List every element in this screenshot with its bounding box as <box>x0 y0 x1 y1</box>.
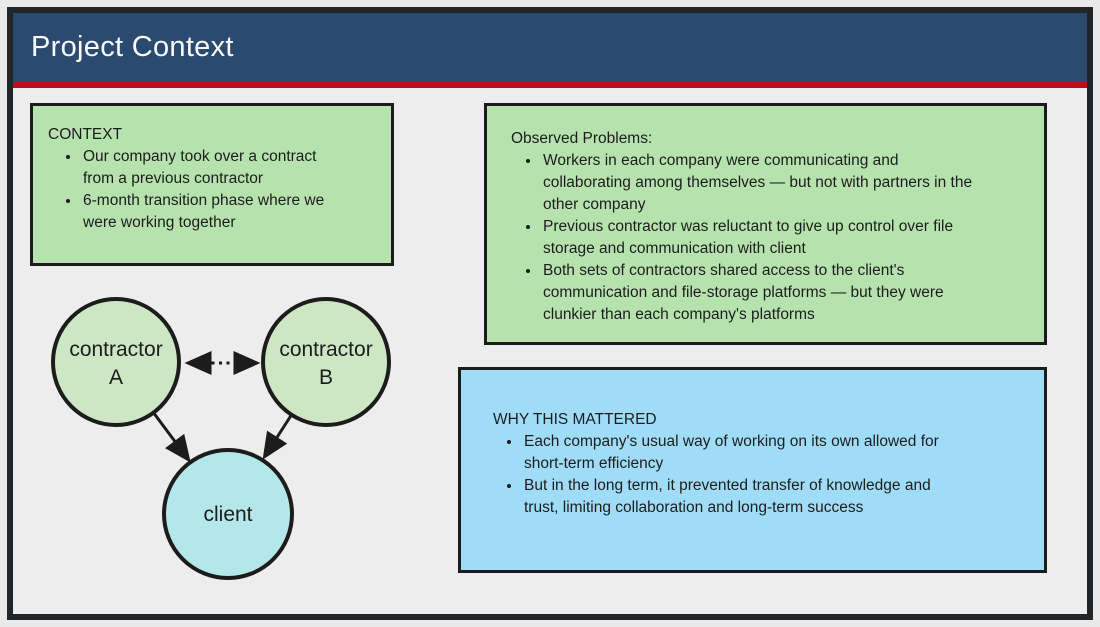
node-contractor-a-label: contractor <box>69 338 162 361</box>
why-heading: WHY THIS MATTERED <box>493 411 657 428</box>
edge-contractor-a-to-client <box>151 411 191 463</box>
why-panel: WHY THIS MATTERED Each company's usual w… <box>458 367 1047 573</box>
node-contractor-b-label: contractor <box>279 338 372 361</box>
node-contractor-b-label: B <box>319 366 333 389</box>
bullet-item: Workers in each company were communicati… <box>541 150 973 216</box>
edge-contractor-b-to-client <box>262 413 294 460</box>
page-title: Project Context <box>31 31 234 63</box>
node-contractor-b <box>261 297 391 427</box>
bullet-item: 6-month transition phase where we were w… <box>81 190 336 234</box>
node-client-label: client <box>203 503 252 526</box>
bullet-item: Each company's usual way of working on i… <box>522 431 954 475</box>
problems-bullet-list: Workers in each company were communicati… <box>511 150 973 326</box>
title-bar: Project Context <box>13 13 1087 82</box>
bullet-item: But in the long term, it prevented trans… <box>522 475 954 519</box>
node-contractor-a-label: A <box>109 366 123 389</box>
problems-heading: Observed Problems: <box>511 130 653 147</box>
relationship-diagram: contractor A contractor B client <box>51 297 391 580</box>
accent-divider <box>13 82 1087 88</box>
bullet-item: Both sets of contractors shared access t… <box>541 260 973 326</box>
bullet-item: Our company took over a contract from a … <box>81 146 336 190</box>
bullet-item: Previous contractor was reluctant to giv… <box>541 216 973 260</box>
context-bullet-list: Our company took over a contract from a … <box>48 146 336 234</box>
context-heading: CONTEXT <box>48 126 123 143</box>
node-client <box>162 448 294 580</box>
problems-panel: Observed Problems: Workers in each compa… <box>484 103 1047 345</box>
context-panel: CONTEXT Our company took over a contract… <box>30 103 394 266</box>
why-bullet-list: Each company's usual way of working on i… <box>493 431 954 519</box>
node-contractor-a <box>51 297 181 427</box>
